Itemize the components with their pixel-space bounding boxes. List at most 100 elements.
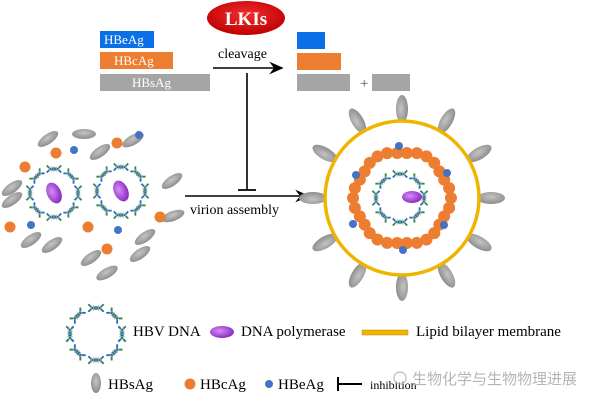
dna-helix-segment [371, 190, 381, 206]
hbv-dna-ring [65, 303, 127, 365]
dna-helix-segment [392, 217, 408, 227]
dna-helix-segment [92, 183, 102, 199]
surface-hbsag [477, 192, 505, 204]
dna-helix-segment [87, 355, 105, 365]
virion-hbeag [352, 171, 360, 179]
surface-hbsag [466, 144, 492, 163]
capsid-hbcag [391, 147, 404, 160]
dna-helix-segment [63, 168, 79, 184]
free-components [1, 129, 185, 281]
hbcag-bar-label: HBcAg [114, 53, 154, 68]
cleavage-label: cleavage [218, 47, 267, 62]
plus-sign: + [360, 76, 368, 92]
lkis-label: LKIs [225, 9, 267, 30]
dna-helix-segment [130, 200, 146, 216]
surface-hbsag [396, 95, 408, 123]
hbsag-particle [161, 209, 185, 223]
dna-helix-segment [140, 183, 150, 199]
dna-helix-segment [117, 325, 127, 343]
legend-hbeag-label: HBeAg [278, 377, 324, 393]
surface-hbsag [348, 262, 367, 288]
lkis-inhibitor: LKIs [207, 1, 285, 35]
surface-hbsag [312, 233, 338, 252]
surface-hbsag [437, 262, 456, 288]
dna-polymerase [46, 182, 62, 204]
legend-polymerase-icon [210, 326, 234, 338]
surface-hbsag [299, 192, 327, 204]
hbeag-bar [100, 31, 154, 48]
capsid-hbcag [391, 236, 404, 249]
hbcag-bar [100, 52, 173, 69]
lipid-bilayer-membrane [323, 119, 481, 277]
virion-hbeag [395, 142, 403, 150]
legend-polymerase-label: DNA polymerase [241, 324, 346, 340]
capsid-hbcag [400, 236, 413, 249]
hbsag-bar-label: HBsAg [132, 75, 172, 90]
hbv-dna-ring [371, 169, 429, 227]
surface-hbsag [437, 108, 456, 134]
hbcag-particle [111, 137, 123, 149]
legend-inhibition-icon [337, 377, 362, 391]
precursor-proteins: HBeAg HBcAg HBsAg [100, 31, 210, 91]
surface-hbsag [396, 273, 408, 301]
dna-helix-segment [375, 207, 391, 223]
surface-hbsag [348, 108, 367, 134]
hbeag-particle [70, 146, 78, 154]
virion-hbeag [399, 246, 407, 254]
hbsag-particle [129, 245, 151, 263]
hbsag-particle [161, 172, 183, 190]
legend-hbeag-icon [265, 380, 273, 388]
capsid-hbcag [410, 236, 423, 249]
dna-helix-segment [65, 325, 75, 343]
legend-hbcag-label: HBcAg [200, 377, 246, 393]
hbsag-fragment-1 [297, 74, 350, 91]
watermark-icon [393, 371, 407, 385]
capsid-hbcag [371, 150, 384, 163]
virion-hbeag [349, 220, 357, 228]
hbsag-particle [1, 179, 23, 197]
dna-helix-segment [409, 173, 425, 189]
hbeag-particle [114, 226, 122, 234]
hbsag-particle [72, 129, 96, 139]
hbsag-particle [1, 191, 23, 209]
dna-helix-segment [63, 202, 79, 218]
hbsag-particle [89, 143, 111, 161]
dna-helix-segment [29, 168, 45, 184]
virion-hbeag [443, 169, 451, 177]
assembly-label: virion assembly [190, 203, 279, 218]
hbeag-particle [27, 221, 35, 229]
hbsag-particle [37, 130, 59, 148]
capsid-hbcag [420, 233, 433, 246]
legend-hbsag-icon [91, 373, 101, 393]
watermark: 生物化学与生物物理进展 [393, 370, 577, 388]
hbcag-fragment [297, 53, 341, 70]
dna-helix-segment [96, 166, 112, 182]
capsid-hbcag [444, 192, 457, 204]
cleavage-products: + [297, 32, 410, 92]
capsid-hbcag [381, 236, 394, 249]
capsid-hbcag [348, 201, 361, 214]
capsid-hbcag [347, 192, 360, 204]
legend-membrane-icon [361, 329, 409, 336]
legend-hbv-dna-icon [65, 303, 127, 365]
capsid-hbcag [381, 147, 394, 160]
surface-hbsag [466, 233, 492, 252]
hbcag-particle [82, 221, 94, 233]
dna-helix-segment [69, 344, 86, 361]
dna-helix-segment [46, 164, 62, 174]
hbeag-bar-label: HBeAg [104, 32, 144, 47]
legend-membrane-label: Lipid bilayer membrane [416, 324, 561, 340]
hbsag-particle [80, 249, 102, 267]
legend-inhibition-label: inhibition [370, 378, 417, 392]
hbsag-particle [41, 236, 63, 254]
dna-helix-segment [106, 307, 123, 324]
dna-helix-segment [46, 212, 62, 222]
hbcag-particle [101, 243, 113, 255]
dna-polymerase [113, 180, 129, 202]
dna-helix-segment [87, 303, 105, 313]
hbeag-particle [135, 131, 143, 139]
dna-helix-segment [392, 169, 408, 179]
dna-helix-segment [409, 207, 425, 223]
hbv-dna-ring [92, 162, 150, 220]
